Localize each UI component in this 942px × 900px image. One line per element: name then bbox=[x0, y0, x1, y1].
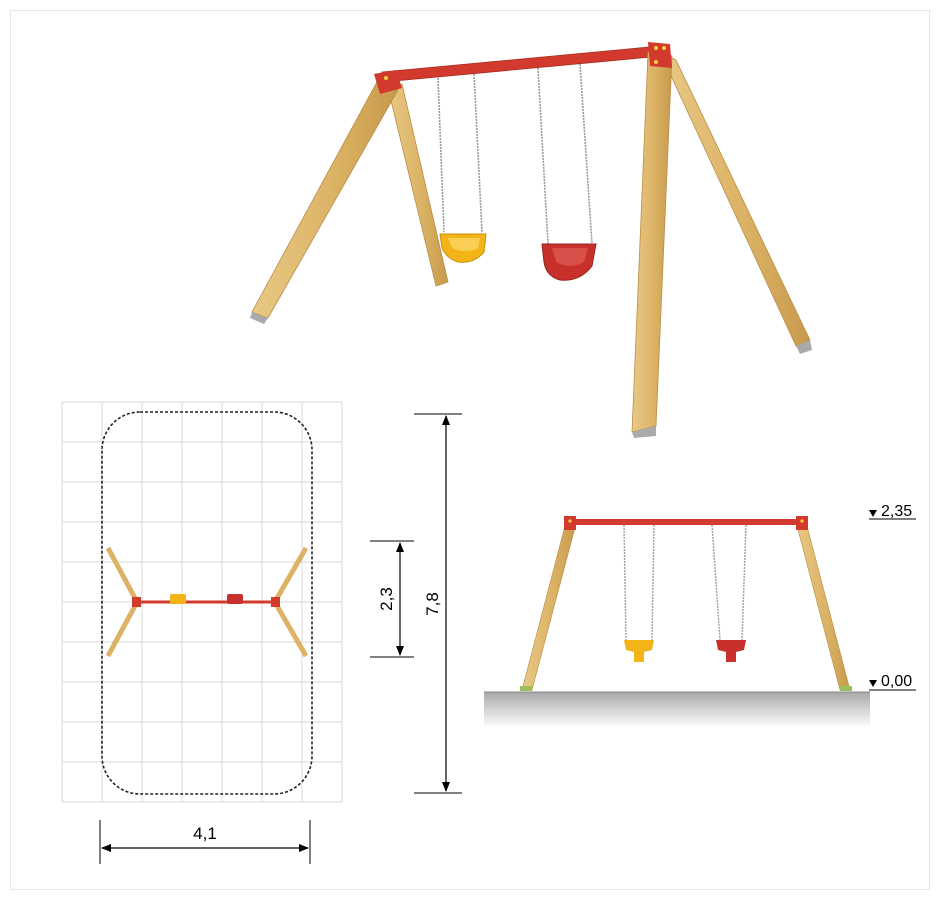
total-length-label: 7,8 bbox=[423, 592, 442, 616]
front-foot-left bbox=[520, 686, 532, 691]
front-seat-yellow bbox=[624, 640, 654, 662]
bracket-right bbox=[648, 42, 672, 68]
foot-front-right bbox=[632, 426, 656, 438]
foot-back-right bbox=[796, 340, 812, 354]
plan-legs bbox=[105, 546, 309, 658]
level-ground: 0,00 bbox=[869, 673, 916, 691]
width-label: 4,1 bbox=[193, 824, 217, 843]
front-foot-right bbox=[840, 686, 852, 691]
plan-seat-yellow bbox=[170, 594, 186, 604]
front-elevation: 2,35 0,00 bbox=[484, 503, 916, 728]
leg-front-left bbox=[251, 79, 399, 319]
plan-view bbox=[61, 401, 343, 803]
front-leg-left bbox=[521, 521, 577, 691]
dimension-total-length: 7,8 bbox=[414, 413, 462, 794]
front-top-beam bbox=[566, 519, 806, 525]
drawing-frame bbox=[10, 10, 930, 890]
safety-zone-outline bbox=[101, 411, 313, 795]
foot-front-left bbox=[250, 312, 268, 324]
plan-bracket-left bbox=[132, 597, 141, 607]
front-leg-right bbox=[795, 521, 851, 691]
dimension-inner-length: 2,3 bbox=[370, 540, 414, 658]
ground-slab bbox=[484, 692, 870, 728]
level-top-label: 2,35 bbox=[881, 503, 912, 520]
front-seat-red bbox=[716, 640, 746, 662]
inner-length-label: 2,3 bbox=[377, 587, 396, 611]
chains-3d bbox=[437, 63, 593, 245]
plan-seat-red bbox=[227, 594, 243, 604]
bracket-left bbox=[374, 70, 402, 94]
plan-bracket-right bbox=[271, 597, 280, 607]
front-bracket-left bbox=[564, 516, 576, 530]
front-chains bbox=[623, 524, 747, 641]
level-ground-label: 0,00 bbox=[881, 673, 912, 690]
level-top-marker-icon bbox=[869, 510, 877, 517]
leg-front-right bbox=[631, 51, 673, 433]
level-top: 2,35 bbox=[869, 503, 916, 520]
dimension-width: 4,1 bbox=[99, 820, 311, 864]
perspective-view bbox=[250, 42, 812, 438]
level-ground-marker-icon bbox=[869, 680, 877, 687]
top-beam bbox=[381, 45, 663, 83]
leg-back-right bbox=[659, 51, 811, 347]
front-bracket-right bbox=[796, 516, 808, 530]
